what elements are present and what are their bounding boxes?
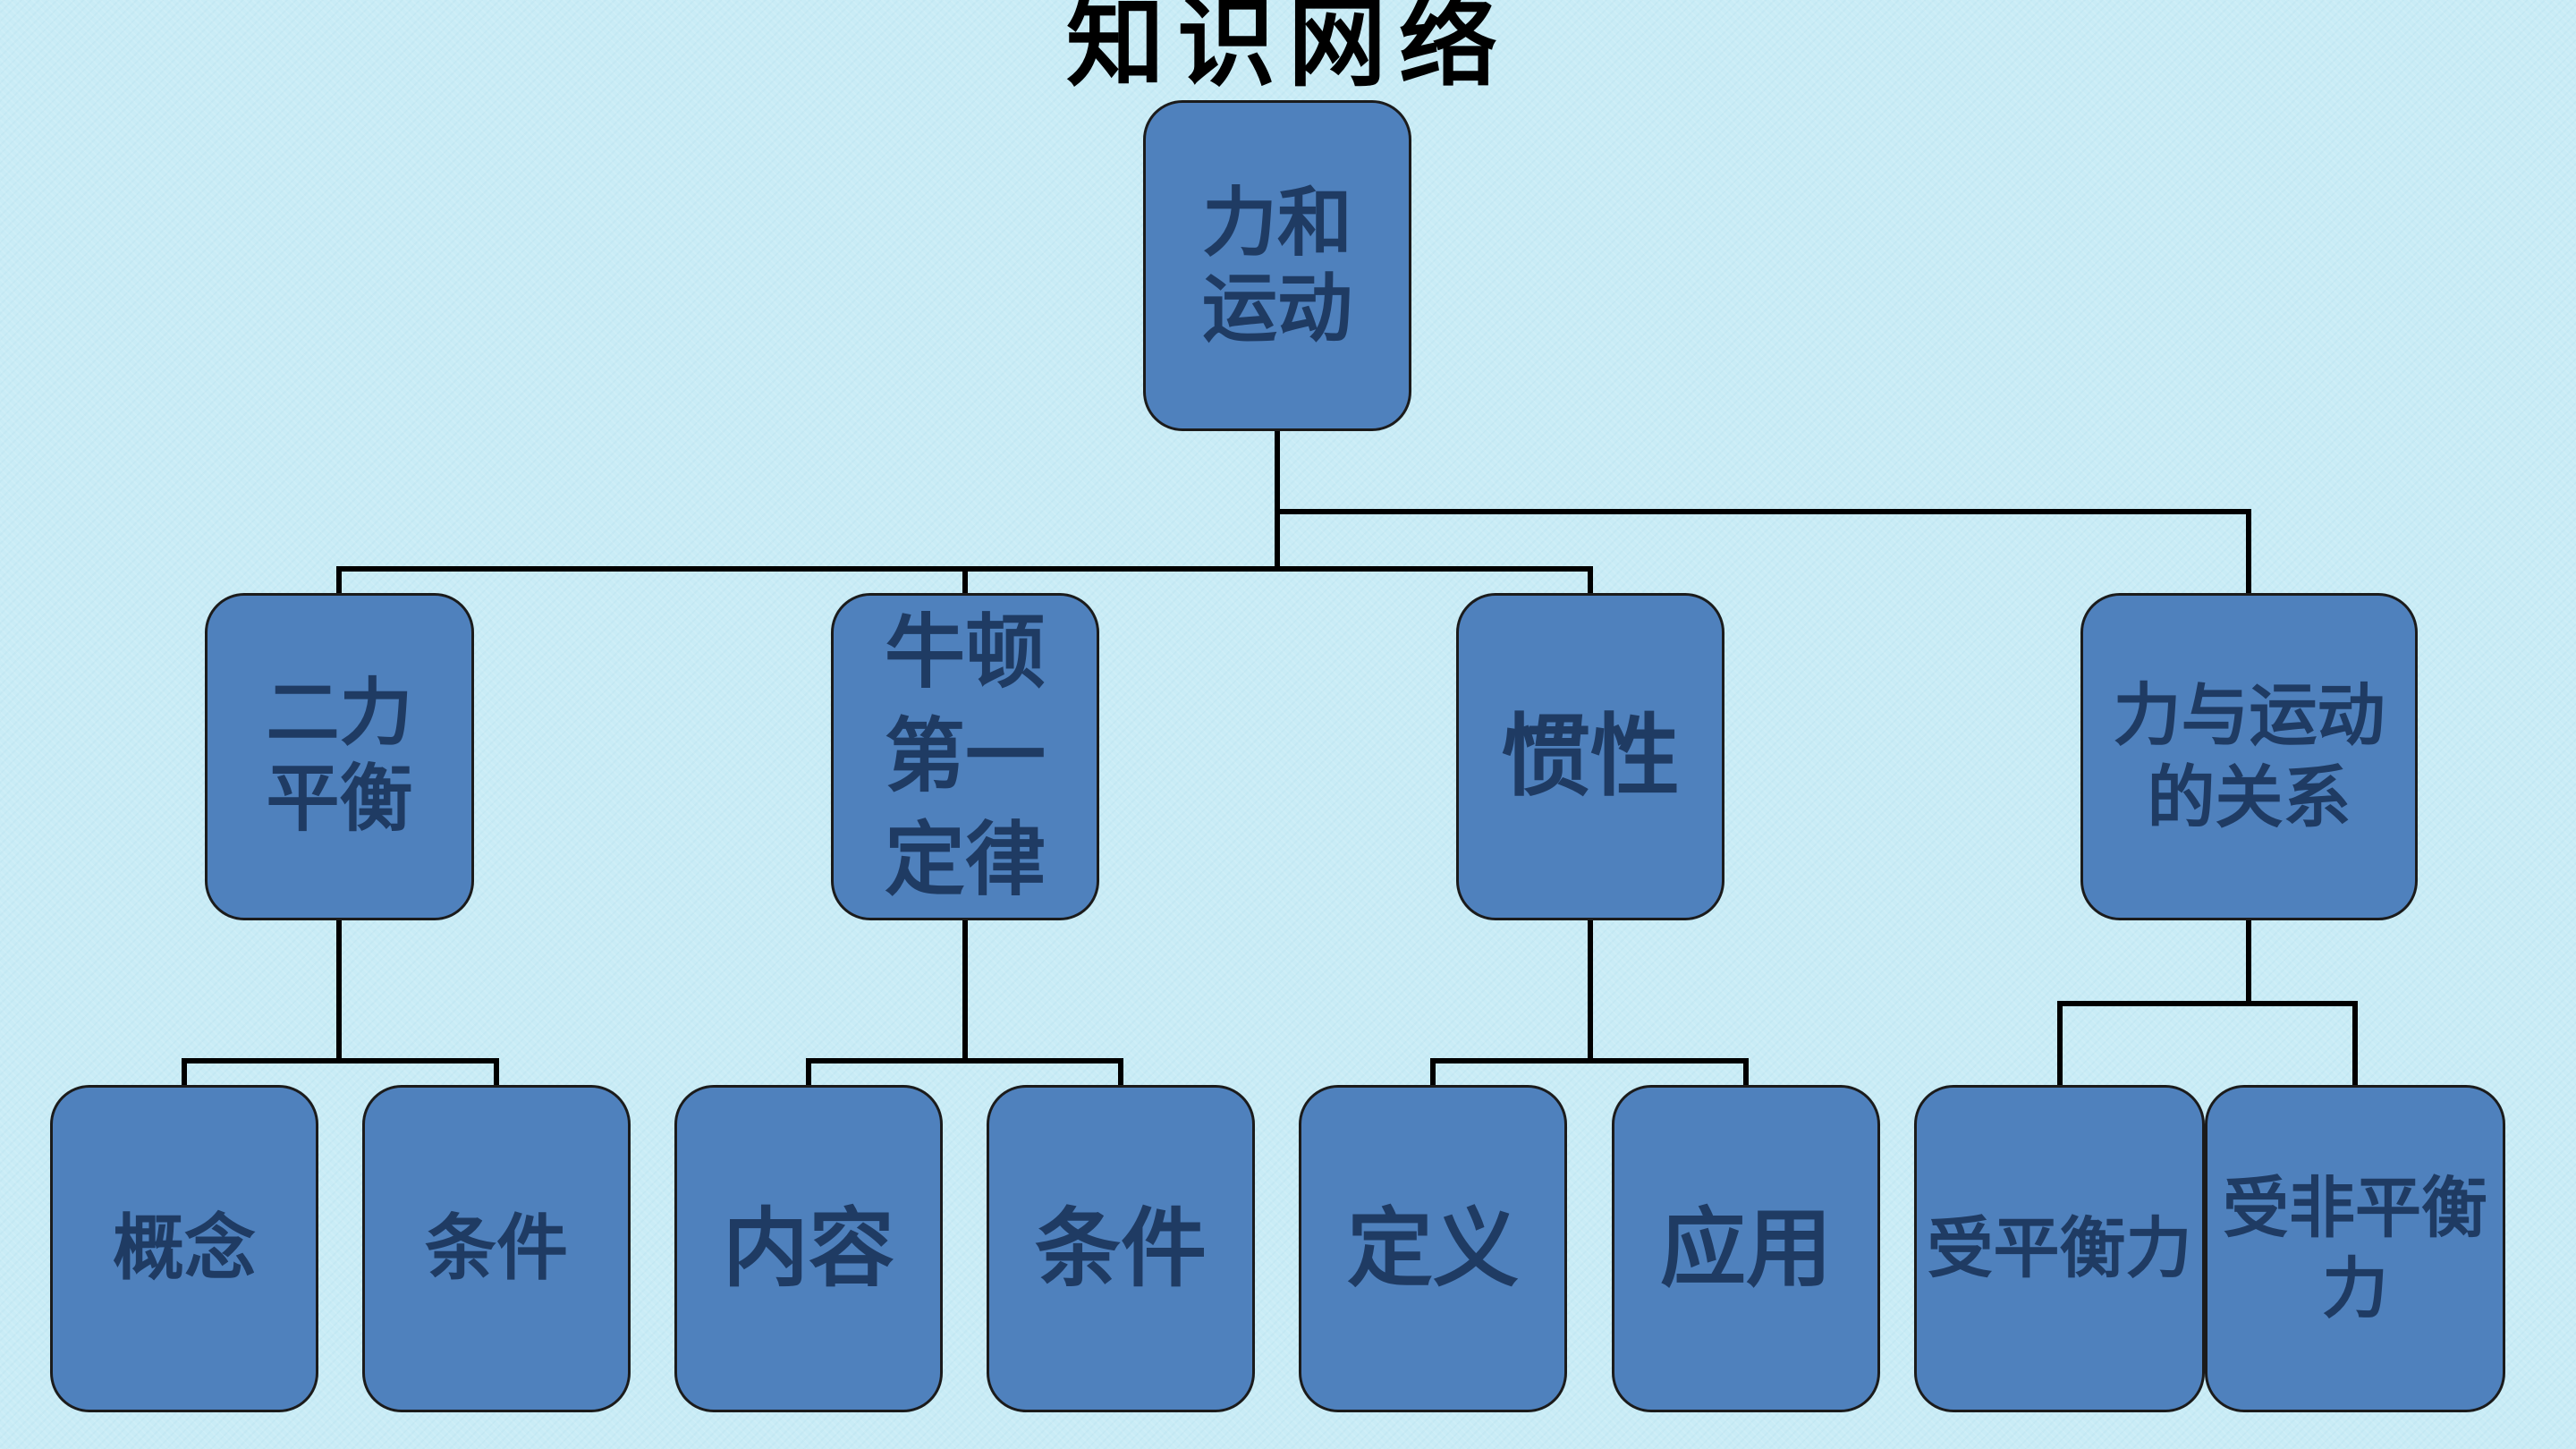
- node-law-content: 内容: [674, 1085, 943, 1412]
- node-label: 条件: [425, 1207, 568, 1290]
- node-label: 概念: [113, 1207, 256, 1290]
- node-inertia: 惯性: [1456, 593, 1724, 920]
- node-label: 牛顿 第一 定律: [885, 606, 1046, 907]
- node-concept: 概念: [50, 1085, 318, 1412]
- node-unbalanced-forces: 受非平衡 力: [2205, 1085, 2505, 1412]
- node-inertia-application: 应用: [1612, 1085, 1880, 1412]
- node-inertia-definition: 定义: [1299, 1085, 1567, 1412]
- node-label: 受平衡力: [1927, 1210, 2192, 1287]
- node-newton-first-law: 牛顿 第一 定律: [831, 593, 1099, 920]
- node-label: 二力 平衡: [266, 671, 413, 842]
- node-balance-condition: 条件: [362, 1085, 631, 1412]
- node-label: 内容: [723, 1199, 894, 1299]
- node-label: 惯性: [1501, 704, 1680, 809]
- node-label: 力和 运动: [1201, 179, 1352, 352]
- node-label: 应用: [1660, 1199, 1832, 1299]
- node-force-and-motion: 力和 运动: [1143, 100, 1411, 431]
- node-label: 定义: [1347, 1199, 1519, 1299]
- node-two-force-balance: 二力 平衡: [205, 593, 474, 920]
- page-title: 知识网络: [1066, 0, 1510, 100]
- node-force-motion-relation: 力与运动 的关系: [2080, 593, 2418, 920]
- node-law-condition: 条件: [987, 1085, 1255, 1412]
- node-label: 条件: [1035, 1199, 1207, 1299]
- node-label: 受非平衡 力: [2223, 1170, 2487, 1327]
- connector-root-to-relation: [1275, 509, 2251, 596]
- node-balanced-forces: 受平衡力: [1914, 1085, 2205, 1412]
- node-label: 力与运动 的关系: [2113, 675, 2385, 837]
